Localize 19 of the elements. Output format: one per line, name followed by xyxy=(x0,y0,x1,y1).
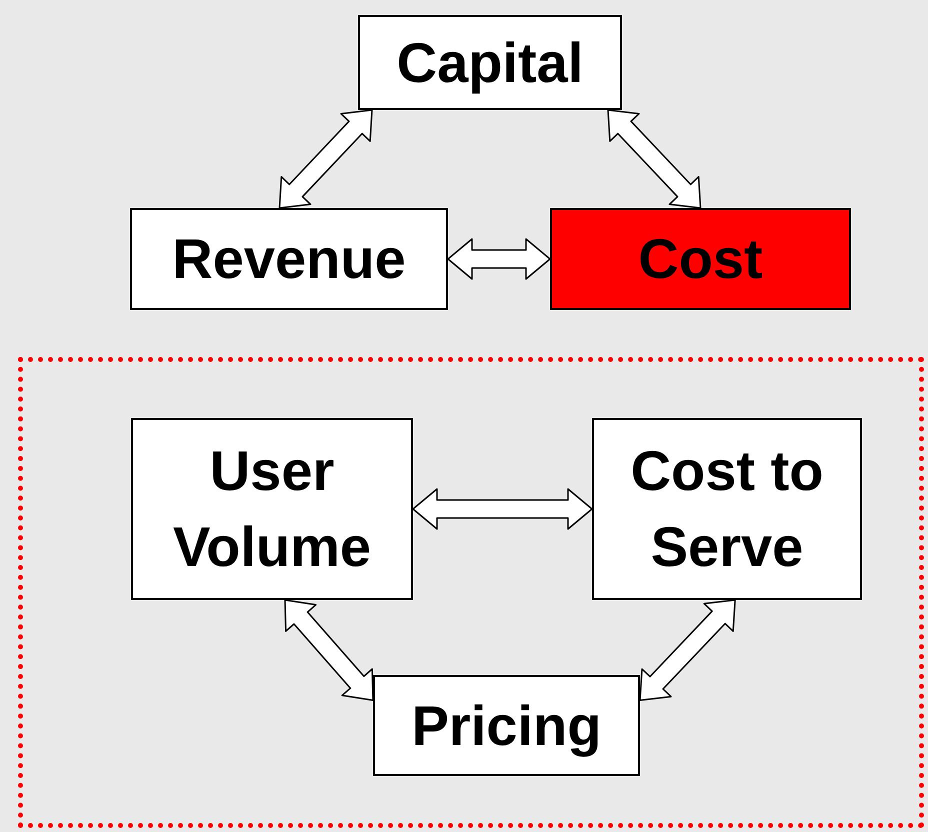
double-arrow xyxy=(447,238,551,280)
box-label: Pricing xyxy=(410,692,602,759)
box-label: Capital xyxy=(396,30,584,96)
double-arrow xyxy=(284,599,374,702)
box-label: User Volume xyxy=(172,438,372,580)
double-arrow xyxy=(607,109,702,209)
box-label: Revenue xyxy=(171,226,407,292)
text-box xyxy=(131,418,413,600)
highlighted-box xyxy=(550,208,851,310)
text-box xyxy=(130,208,448,310)
text-box xyxy=(373,675,640,776)
box-label: Cost xyxy=(637,226,764,292)
double-arrow xyxy=(278,109,373,209)
double-arrow xyxy=(639,599,736,702)
text-box xyxy=(358,15,622,110)
dotted-region xyxy=(18,357,924,828)
box-label: Cost to Serve xyxy=(630,438,824,580)
double-arrow xyxy=(412,488,593,530)
text-box xyxy=(592,418,862,600)
